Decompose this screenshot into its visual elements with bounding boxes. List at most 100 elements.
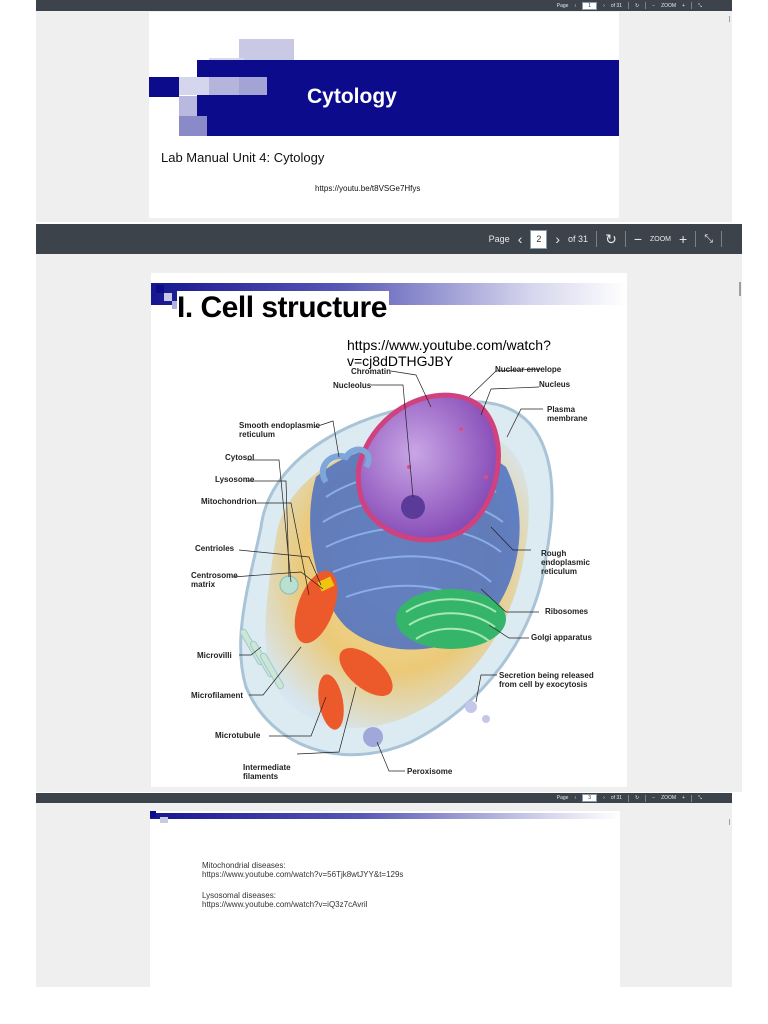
chevron-left-icon[interactable]: ‹ [574,2,577,9]
nucleolus-shape [401,495,425,519]
label-microfilament: Microfilament [191,691,244,700]
page-view-2: Page ‹ 2 › of 31 ↻ − ZOOM + ⤡ I. Cell st… [36,224,742,792]
toolbar-divider [627,2,629,9]
toolbar-divider [627,794,629,802]
viewer-toolbar: Page ‹ 1 › of 31 ↻ − ZOOM + ⤡ [36,0,732,11]
toolbar-divider [690,2,692,9]
label-intermediate-filaments: Intermediate filaments [243,763,291,781]
toolbar-divider [721,231,722,247]
zoom-label: ZOOM [650,235,671,243]
rotate-icon[interactable]: ↻ [605,230,617,247]
deco-square [150,811,156,817]
deco-square [149,77,179,97]
label-nuclear-envelope: Nuclear envelope [495,365,562,374]
plus-icon[interactable]: + [682,2,685,9]
label-rough-er: Rough endoplasmic reticulum [541,549,590,576]
viewer-toolbar: Page ‹ 2 › of 31 ↻ − ZOOM + ⤡ [36,224,742,254]
slide-link[interactable]: https://youtu.be/t8VSGe7Hfys [315,184,421,193]
label-nucleolus: Nucleolus [333,381,372,390]
mitochondrion-shape [318,674,344,730]
golgi-folds [405,598,497,642]
minus-icon[interactable]: − [652,795,656,801]
minus-icon[interactable]: − [633,231,642,247]
collapse-icon[interactable]: ⤡ [697,795,702,801]
label-lysosome: Lysosome [215,475,255,484]
label-chromatin: Chromatin [351,367,391,376]
label-microtubule: Microtubule [215,731,261,740]
page-label: Page [556,2,569,9]
slide-subtitle: Lab Manual Unit 4: Cytology [161,150,325,165]
scrollbar-thumb[interactable] [739,282,741,296]
mito-diseases-label: Mitochondrial diseases: [202,861,286,870]
chevron-right-icon[interactable]: › [555,231,561,247]
deco-square [156,285,164,293]
ribosome-dot [484,475,488,479]
chevron-right-icon[interactable]: › [603,795,605,801]
mito-diseases-link[interactable]: https://www.youtube.com/watch?v=56Tjk8wt… [202,870,404,879]
label-microvilli: Microvilli [197,651,232,660]
microvilli-shape [240,628,284,690]
label-centrosome-matrix: Centrosome matrix [191,571,238,589]
cell-diagram [232,368,554,772]
slide-2: I. Cell structure https://www.youtube.co… [151,273,627,787]
slide-link[interactable]: https://www.youtube.com/watch?v=cj8dDTHG… [347,337,551,369]
toolbar-divider [695,231,697,247]
slide-3: Mitochondrial diseases: https://www.yout… [150,811,620,987]
page-label: Page [488,234,510,244]
label-smooth-er: Smooth endoplasmic reticulum [239,421,320,439]
label-ribosomes: Ribosomes [545,607,589,616]
chevron-right-icon[interactable]: › [603,2,605,9]
lysosome-shape [279,575,299,595]
page-view-1: Page ‹ 1 › of 31 ↻ − ZOOM + ⤡ Cytology L… [36,0,732,222]
rotate-icon[interactable]: ↻ [634,795,640,801]
smooth-er-shape [319,446,372,484]
lyso-diseases-link[interactable]: https://www.youtube.com/watch?v=iQ3z7cAv… [202,900,368,909]
deco-square [209,77,239,95]
peroxisome-shape [363,727,383,747]
rotate-icon[interactable]: ↻ [634,2,640,9]
deco-square [239,77,267,95]
header-bar [150,813,620,819]
plus-icon[interactable]: + [682,795,685,801]
scrollbar-thumb[interactable] [729,16,730,22]
ribosome-dot [459,427,463,431]
chevron-left-icon[interactable]: ‹ [574,795,577,801]
slide-title: Cytology [307,85,397,108]
label-mitochondrion: Mitochondrion [201,497,257,506]
deco-square [164,293,172,301]
page-count: of 31 [610,795,622,801]
mitochondrion-shape [339,648,393,696]
deco-square [179,77,209,95]
deco-square [179,116,207,136]
chevron-left-icon[interactable]: ‹ [517,231,523,247]
viewer-toolbar: Page ‹ 3 › of 31 ↻ − ZOOM + ⤡ [36,793,732,803]
toolbar-divider [645,2,647,9]
label-peroxisome: Peroxisome [407,767,453,776]
page-label: Page [556,795,569,801]
collapse-icon[interactable]: ⤡ [704,232,713,245]
deco-square [172,301,180,309]
page-number-input[interactable]: 2 [530,229,548,249]
label-cytosol: Cytosol [225,453,255,462]
toolbar-divider [596,231,598,247]
scrollbar-thumb[interactable] [729,819,730,825]
golgi-shape [396,589,506,649]
zoom-label: ZOOM [661,2,677,9]
toolbar-divider [690,794,692,802]
label-nucleus: Nucleus [539,380,571,389]
deco-square [160,817,168,823]
page-count: of 31 [610,2,622,9]
page-number-input[interactable]: 3 [582,794,598,802]
toolbar-divider [624,231,626,247]
secretion-vesicle [482,715,490,723]
nucleus-shape [355,392,501,543]
plus-icon[interactable]: + [679,231,688,247]
collapse-icon[interactable]: ⤡ [697,2,702,9]
zoom-label: ZOOM [661,795,677,801]
slide-1: Cytology Lab Manual Unit 4: Cytology htt… [149,12,619,218]
page-number-input[interactable]: 1 [582,1,598,10]
title-band [197,60,619,136]
slide-title: I. Cell structure [177,291,389,325]
minus-icon[interactable]: − [652,2,656,9]
label-plasma-membrane: Plasma membrane [547,405,588,423]
